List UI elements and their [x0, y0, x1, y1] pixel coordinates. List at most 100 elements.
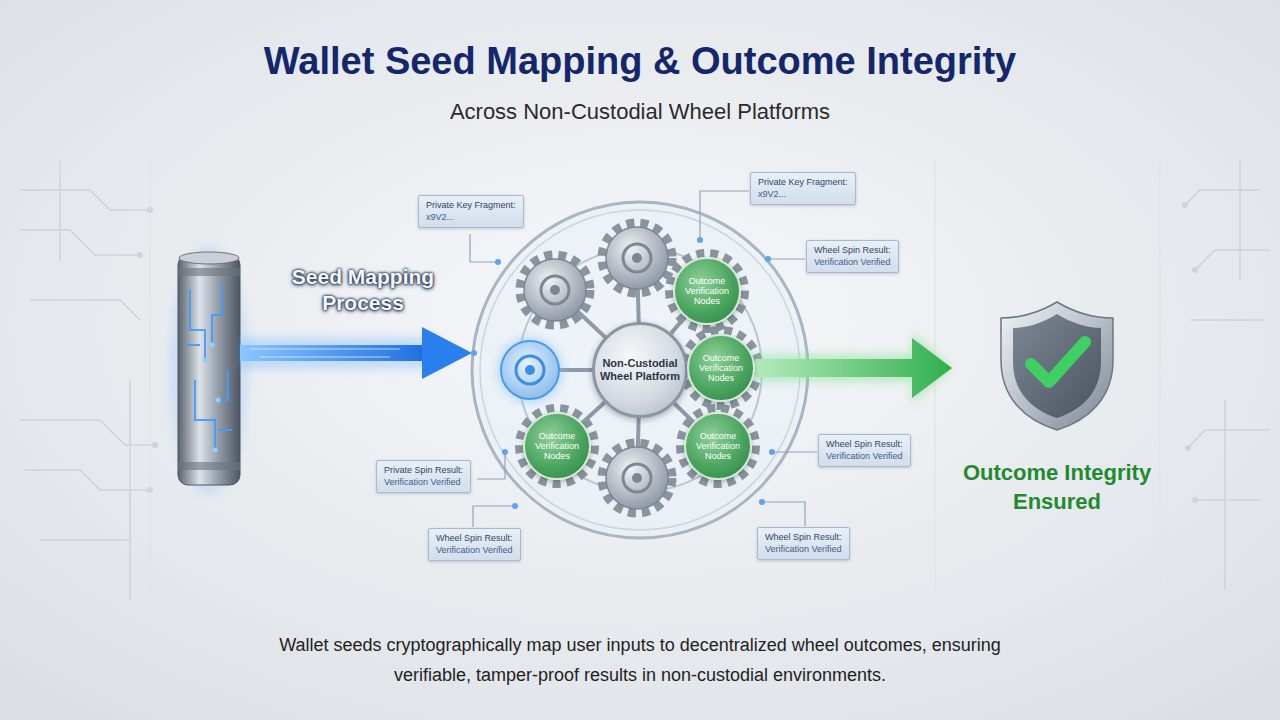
verification-node: Outcome Verification Nodes [673, 257, 741, 325]
verification-node: Outcome Verification Nodes [687, 334, 755, 402]
decor-polygon [422, 327, 472, 379]
decor-circle [524, 259, 586, 321]
subtitle: Across Non-Custodial Wheel Platforms [0, 99, 1280, 125]
connector-shape [581, 401, 606, 425]
decor-circle [203, 358, 208, 363]
node-body: x9V2... [758, 189, 848, 201]
decor-path [129, 380, 131, 600]
callout-box: Wheel Spin Result:Verification Verified [806, 240, 899, 273]
decor-polyline [477, 452, 505, 479]
node-body: Verification Verified [765, 544, 842, 556]
decor-circle [516, 356, 544, 384]
decor-circle [683, 330, 759, 406]
diagram-title: Wallet Seed Mapping & Outcome Integrity [0, 40, 1280, 83]
decor-polyline [470, 234, 498, 262]
decor-circle [623, 464, 651, 492]
decor-path [186, 344, 200, 346]
callout-box: Private Key Fragment:x9V2... [418, 195, 524, 228]
verification-node: Outcome Verification Nodes [684, 412, 752, 480]
node-heading: Wheel Spin Result: [826, 439, 903, 451]
shield-icon [997, 298, 1117, 433]
node-heading: Outcome Integrity Ensured [952, 459, 1162, 516]
decor-ellipse [169, 245, 249, 495]
decor-path [1195, 250, 1270, 270]
decor-path [1001, 302, 1113, 430]
decor-g [150, 160, 1160, 590]
decor-circle [606, 447, 668, 509]
node-body: Verification Verified [436, 545, 513, 557]
decor-circle [632, 473, 642, 483]
decor-circle [216, 398, 221, 403]
decor-polyline [473, 506, 515, 527]
decor-circle [137, 252, 143, 258]
arrow-glow [755, 332, 952, 404]
node-heading: Outcome Verification Nodes [527, 431, 587, 461]
node-heading: Outcome Verification Nodes [688, 431, 748, 461]
decor-path [1188, 430, 1270, 448]
decor-path [20, 230, 140, 255]
node-heading: Wheel Spin Result: [765, 532, 842, 544]
decor-path [190, 290, 205, 360]
decor-path [20, 420, 155, 445]
callout-box: Private Spin Result:Verification Verifie… [376, 460, 471, 493]
decor-circle [623, 244, 651, 272]
diagram-caption: Wallet seeds cryptographically map user … [260, 630, 1020, 690]
node-body: Verification Verified [814, 257, 891, 269]
connector-shape [670, 316, 687, 335]
node-body: Verification Verified [826, 451, 903, 463]
decor-rect [178, 268, 240, 276]
decor-path [30, 300, 140, 320]
decor-circle [1182, 202, 1188, 208]
decor-path [1190, 319, 1265, 321]
decor-polyline [768, 258, 805, 259]
decor-circle [502, 449, 508, 455]
decor-path [1239, 160, 1241, 280]
decor-circle [550, 285, 560, 295]
node-heading: Wheel Spin Result: [436, 533, 513, 545]
decor-polyline [700, 191, 749, 240]
decor-circle [525, 365, 535, 375]
decor-circle [471, 350, 477, 356]
decor-path [25, 470, 150, 490]
decor-path [20, 190, 150, 210]
decor-path [1224, 400, 1226, 590]
decor-circle [520, 255, 590, 325]
decor-path [250, 349, 400, 357]
callout-box: Private Key Fragment:x9V2... [750, 172, 856, 205]
decor-circle [602, 443, 672, 513]
decor-path [1013, 314, 1101, 418]
decor-path [40, 539, 130, 541]
wheel-spoke [581, 401, 606, 425]
decor-rect [240, 345, 425, 361]
decor-circle [480, 210, 800, 530]
node-heading: Private Key Fragment: [758, 177, 848, 189]
decor-rect [178, 462, 240, 470]
decor-path [195, 380, 215, 450]
node-heading: Private Spin Result: [384, 465, 463, 477]
decor-circle [759, 499, 765, 505]
decor-circle [602, 223, 672, 293]
decor-circle [512, 503, 518, 509]
decor-circle [765, 256, 771, 262]
wheel-spoke [673, 402, 695, 424]
decor-path [1195, 499, 1260, 501]
decor-g [471, 237, 775, 509]
decor-circle [1185, 445, 1191, 451]
decor-rect [178, 255, 240, 485]
node-heading: Wheel Spin Result: [814, 245, 891, 257]
node-heading: Outcome Verification Nodes [677, 276, 737, 306]
decor-g [519, 253, 759, 484]
decor-circle [1192, 497, 1198, 503]
callout-box: Wheel Spin Result:Verification Verified [757, 527, 850, 560]
decor-circle [697, 237, 703, 243]
decor-circle [769, 449, 775, 455]
connector-shape [755, 338, 952, 398]
decor-path [212, 285, 222, 345]
callout-box: Wheel Spin Result:Verification Verified [818, 434, 911, 467]
process-label: Seed Mapping Process [278, 264, 448, 316]
node-body: x9V2... [426, 212, 516, 224]
decor-polyline [762, 502, 805, 526]
decor-path [218, 429, 232, 431]
